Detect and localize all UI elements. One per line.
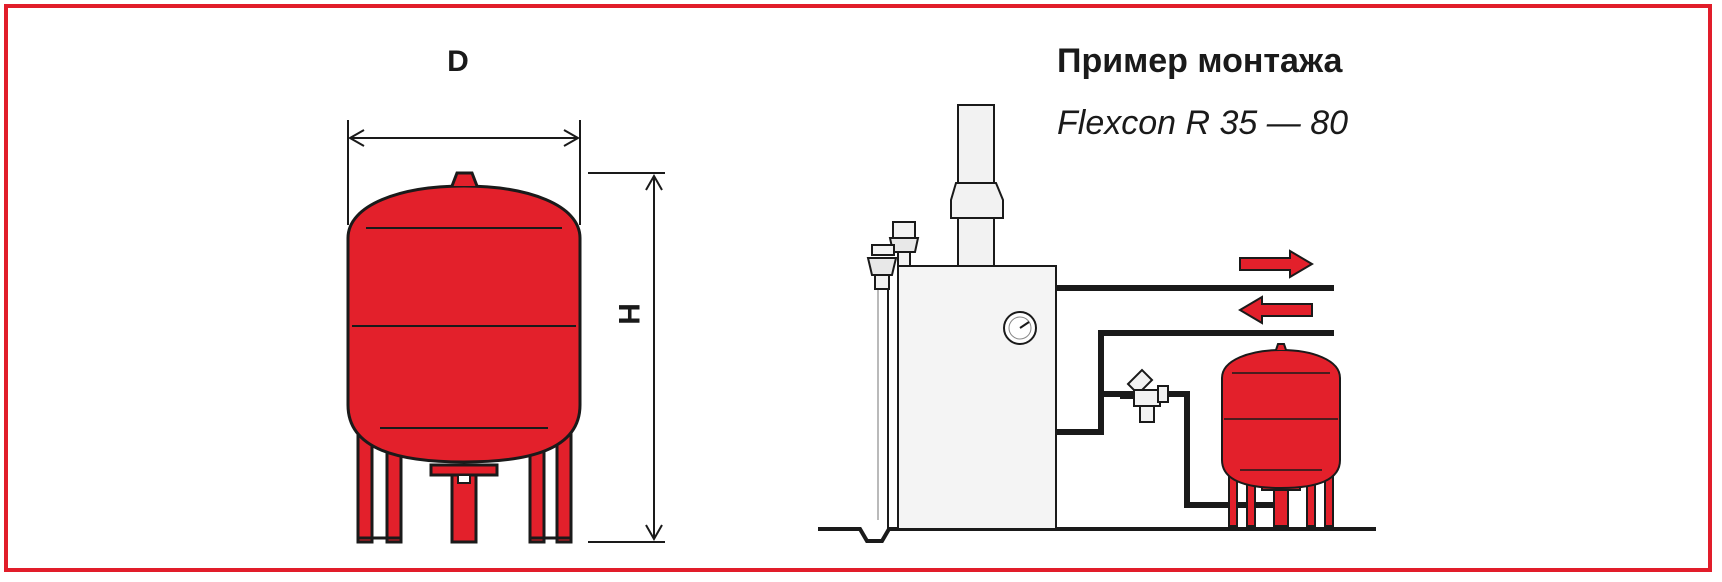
d-arrow-right [563,129,581,147]
expansion-vessel-body [346,184,582,464]
diameter-label: D [447,45,469,78]
floor-line [818,527,1376,543]
example-title: Пример монтажа [1057,42,1343,80]
arrow-right-icon [1239,249,1314,279]
vessel-top-lug [450,171,479,187]
red-frame [4,4,1712,572]
boiler [897,265,1057,530]
air-vent-icon [888,221,920,267]
return-pipe [1056,330,1334,435]
height-label: H [612,303,645,325]
chimney-flue [950,104,1004,267]
h-arrow-top [645,173,663,191]
vessel-connection [457,474,471,484]
safety-group [866,221,920,529]
h-arrow-bottom [645,524,663,542]
d-arrow-left [347,129,365,147]
thermometer-gauge-icon [1003,311,1037,345]
cap-valve [1120,368,1169,423]
example-subtitle: Flexcon R 35 — 80 [1057,104,1348,142]
small-expansion-vessel [1221,343,1341,527]
dimension-drawing: D H [346,45,665,544]
arrow-left-icon [1238,295,1313,325]
installation-example: Пример монтажа Flexcon R 35 — 80 [818,42,1376,543]
safety-valve-icon [866,244,898,290]
